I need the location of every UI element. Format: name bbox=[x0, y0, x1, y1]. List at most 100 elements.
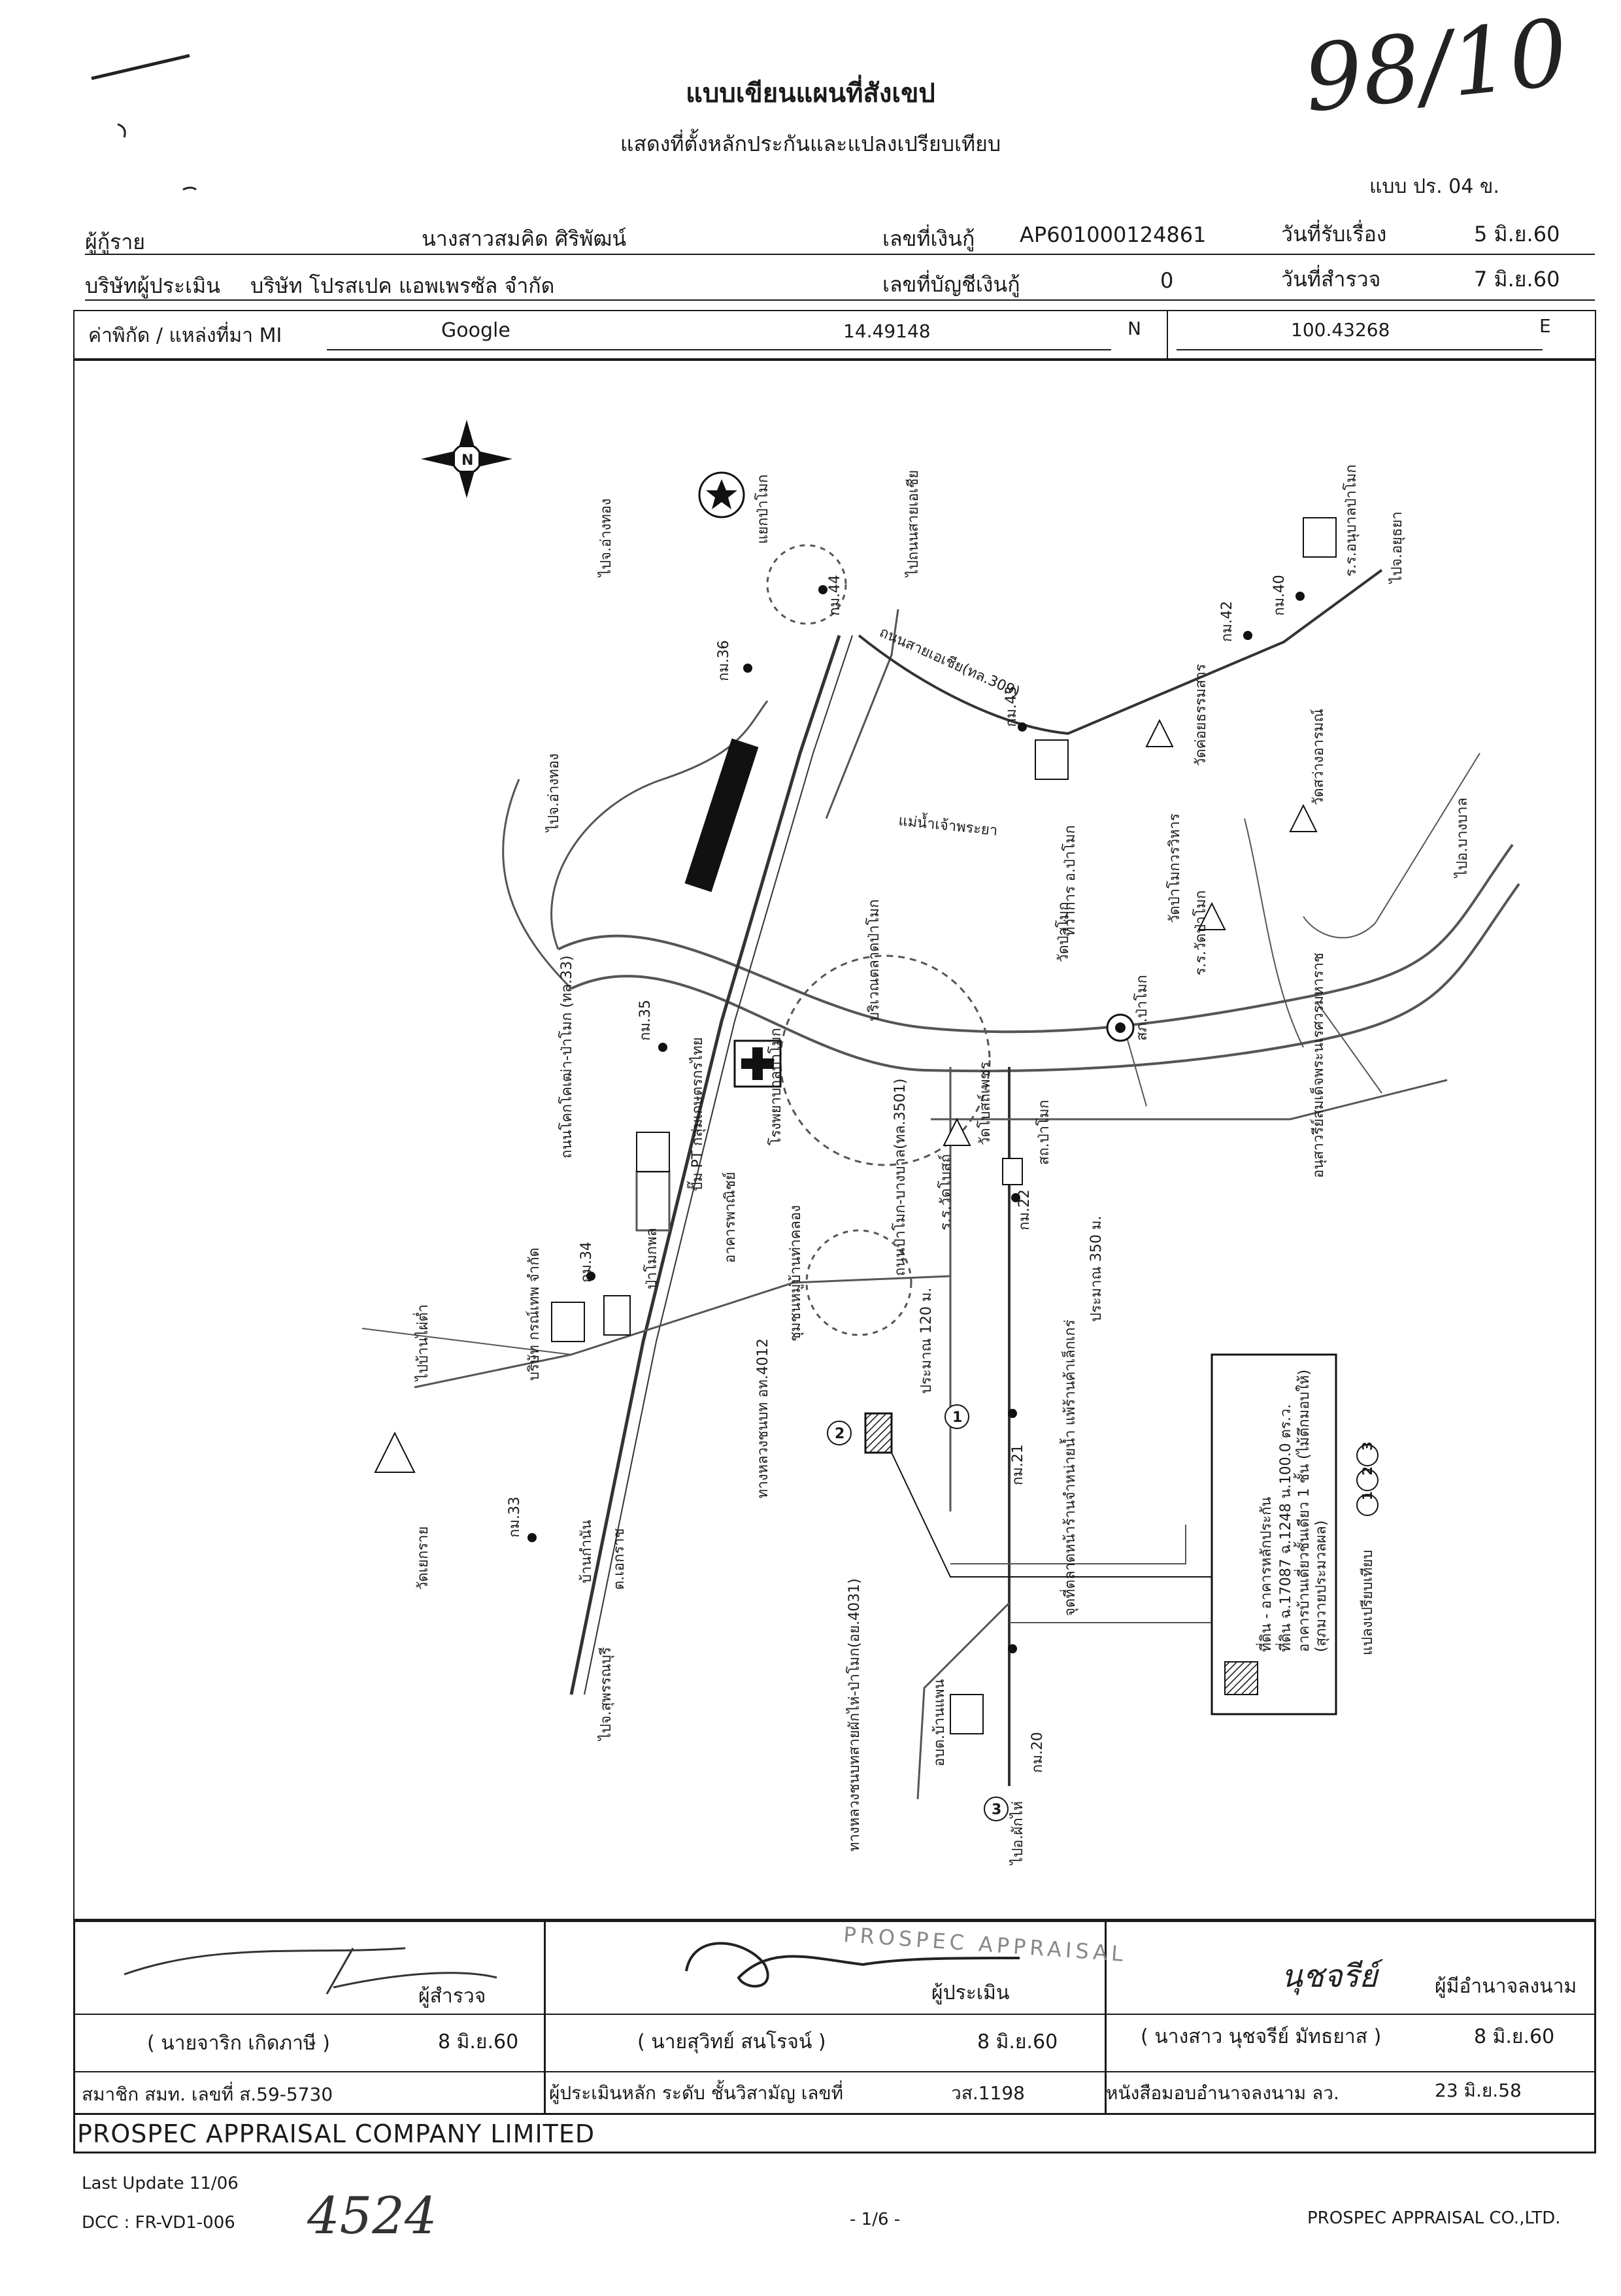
map-label: วัดโบสถ์เพชร bbox=[977, 1062, 994, 1145]
authorized-signature: นุชจรีย์ bbox=[1281, 1958, 1378, 1995]
map-label: ถนนโคกโคเฒ่า-ป่าโมก (ทล.33) bbox=[558, 955, 575, 1158]
authorized-letter: หนังสือมอบอำนาจลงนาม ลว. bbox=[1106, 2082, 1339, 2104]
appraiser-date: 8 มิ.ย.60 bbox=[977, 2031, 1058, 2053]
map-label: กม.34 bbox=[578, 1241, 595, 1283]
legend-title: ที่ดิน - อาคารหลักประกัน bbox=[1256, 1497, 1275, 1652]
authorized-name: ( นางสาว นุชจรีย์ มัทธยาส ) bbox=[1141, 2025, 1382, 2048]
longitude-value: 100.43268 bbox=[1291, 319, 1390, 341]
map-label: ไปบ้านไผ่ต่ำ bbox=[412, 1304, 431, 1382]
building-icon bbox=[551, 1302, 585, 1342]
map-label: ที่ว่าการ อ.ป่าโมก bbox=[1060, 825, 1078, 936]
map-label: ไปอ.บางบาล bbox=[1454, 798, 1471, 879]
loan-no-label: เลขที่เงินกู้ bbox=[882, 226, 975, 251]
form-code: แบบ ปร. 04 ข. bbox=[1369, 175, 1499, 198]
map-label: อบต.บ้านแพน bbox=[931, 1679, 948, 1766]
map-label: ต.เอกราช bbox=[611, 1528, 627, 1590]
appraiser-company-value: บริษัท โปรสเปค แอพเพรซัล จำกัด bbox=[250, 273, 555, 298]
last-update: Last Update 11/06 bbox=[82, 2174, 239, 2193]
inspector-date: 8 มิ.ย.60 bbox=[438, 2031, 519, 2053]
latitude-direction: N bbox=[1128, 318, 1141, 339]
map-label: กม.21 bbox=[1010, 1444, 1026, 1485]
map-label: ประมาณ 350 ม. bbox=[1088, 1216, 1105, 1322]
hospital-icon bbox=[733, 1039, 782, 1088]
map-label: ถนนสายเอเชีย(ทล.309) bbox=[877, 624, 1022, 701]
legend-line-1: ที่ดิน ฉ.17087 ฉ.1248 น.100.0 ตร.ว. bbox=[1275, 1404, 1294, 1652]
page-title: แบบเขียนแผนที่สังเขป bbox=[686, 78, 935, 109]
appraiser-company-label: บริษัทผู้ประเมิน bbox=[85, 273, 221, 298]
map-label: กม.33 bbox=[507, 1496, 523, 1538]
map-label: วัดสว่างอารมณ์ bbox=[1311, 709, 1327, 805]
authorized-role: ผู้มีอำนาจลงนาม bbox=[1435, 1975, 1577, 1998]
account-no-value: 0 bbox=[1160, 268, 1174, 293]
map-label: ถนนป่าโมก-บางบาล(ทล.3501) bbox=[892, 1079, 909, 1276]
borrower-label: ผู้กู้ราย bbox=[85, 229, 146, 254]
map-label: กม.20 bbox=[1029, 1732, 1046, 1773]
page-number: - 1/6 - bbox=[850, 2210, 901, 2229]
map-label: กม.43 bbox=[1003, 686, 1020, 727]
landmark-star-icon bbox=[698, 471, 745, 518]
coordinates-source: Google bbox=[441, 319, 510, 342]
map-label: อนุสาวรีย์สมเด็จพระนเรศวรมหาราช bbox=[1309, 953, 1327, 1178]
page-subtitle: แสดงที่ตั้งหลักประกันและแปลงเปรียบเทียบ bbox=[620, 131, 1001, 156]
company-bar bbox=[73, 2113, 1596, 2153]
map-label: ร.ร.วัดโบสถ์ bbox=[937, 1154, 954, 1230]
map-label: วัดป่าโมกวรวิหาร bbox=[1166, 813, 1183, 923]
appraiser-signature bbox=[685, 1942, 1020, 1987]
map-label: ประมาณ 120 ม. bbox=[918, 1288, 935, 1394]
map-label: บ้านกำนัน bbox=[578, 1520, 595, 1583]
longitude-direction: E bbox=[1539, 315, 1551, 337]
legend-line-3: (สุภมวายประมวลผล) bbox=[1313, 1520, 1329, 1652]
map-label: ไปจ.อยุธยา bbox=[1388, 511, 1405, 584]
received-date-value: 5 มิ.ย.60 bbox=[1474, 222, 1560, 246]
map-label: กม.36 bbox=[716, 640, 732, 681]
survey-date-label: วันที่สำรวจ bbox=[1281, 267, 1381, 292]
map-label: กม.44 bbox=[827, 575, 843, 616]
temple-icon bbox=[1289, 803, 1318, 832]
legend-comparison: แปลงเปรียบเทียบ bbox=[1360, 1550, 1376, 1655]
map-label: อาคารพาณิชย์ bbox=[722, 1172, 739, 1263]
map-label: กม.40 bbox=[1271, 575, 1288, 616]
coordinates-row bbox=[73, 310, 1596, 360]
map-label: กม.22 bbox=[1016, 1189, 1033, 1230]
temple-icon bbox=[1197, 902, 1226, 930]
handwritten-ref-number: 98/10 bbox=[1299, 0, 1573, 133]
map-label: ไปจ.สุพรรณบุรี bbox=[597, 1647, 614, 1742]
document-code: DCC : FR-VD1-006 bbox=[82, 2213, 235, 2233]
inspector-name: ( นายจาริก เกิดภาษี ) bbox=[147, 2032, 330, 2055]
svg-text:3: 3 bbox=[1360, 1442, 1375, 1451]
building-icon bbox=[1303, 517, 1337, 558]
building-icon bbox=[603, 1295, 631, 1336]
svg-text:N: N bbox=[461, 452, 473, 469]
svg-text:1: 1 bbox=[1360, 1491, 1375, 1500]
comparison-marker-3: 3 bbox=[992, 1802, 1001, 1818]
building-icon bbox=[1035, 739, 1069, 780]
map-label: ร.ร.วัดป่าโมก bbox=[1192, 890, 1209, 975]
map-label: วัดค่อยธรรมสาร bbox=[1193, 664, 1209, 766]
map-label: กม.35 bbox=[637, 1000, 654, 1041]
map-label: ไปถนนสายเอเชีย bbox=[905, 470, 922, 578]
map-legend: ที่ดิน - อาคารหลักประกัน ที่ดิน ฉ.17087 … bbox=[1211, 1353, 1379, 1715]
company-short: PROSPEC APPRAISAL CO.,LTD. bbox=[1307, 2208, 1561, 2228]
appraiser-role: ผู้ประเมิน bbox=[931, 1982, 1010, 2004]
map-label: ไปจ.อ่างทอง bbox=[597, 498, 614, 578]
company-name: PROSPEC APPRAISAL COMPANY LIMITED bbox=[77, 2119, 595, 2148]
handwritten-number: 4524 bbox=[307, 2187, 437, 2246]
coordinates-label: ค่าพิกัด / แหล่งที่มา MI bbox=[88, 324, 282, 347]
svg-text:2: 2 bbox=[1360, 1466, 1375, 1476]
comparison-marker-2: 2 bbox=[835, 1426, 844, 1442]
loan-no-value: AP601000124861 bbox=[1020, 222, 1207, 247]
temple-icon bbox=[1145, 718, 1174, 747]
map-label: ทางหลวงชนบท อท.4012 bbox=[755, 1338, 771, 1498]
map-frame bbox=[73, 360, 1596, 1922]
latitude-value: 14.49148 bbox=[843, 320, 931, 342]
map-label: ไปอ.ผักไห่ bbox=[1009, 1801, 1026, 1866]
temple-icon bbox=[374, 1431, 416, 1473]
temple-icon bbox=[943, 1117, 971, 1146]
appraiser-name: ( นายสุวิทย์ สนโรจน์ ) bbox=[637, 2031, 826, 2053]
map-label: สภ.ป่าโมก bbox=[1133, 975, 1150, 1041]
map-label: ปั๊ม PT กลุ่มเกษตรกรไทย bbox=[686, 1037, 706, 1191]
map-label: ร.ร.อนุบาลป่าโมก bbox=[1343, 464, 1360, 577]
map-label: บริษัท กรณ์เทพ จำกัด bbox=[526, 1247, 543, 1381]
building-icon bbox=[1002, 1158, 1023, 1185]
inspector-member-no: สมาชิก สมท. เลขที่ ส.59-5730 bbox=[82, 2084, 333, 2105]
